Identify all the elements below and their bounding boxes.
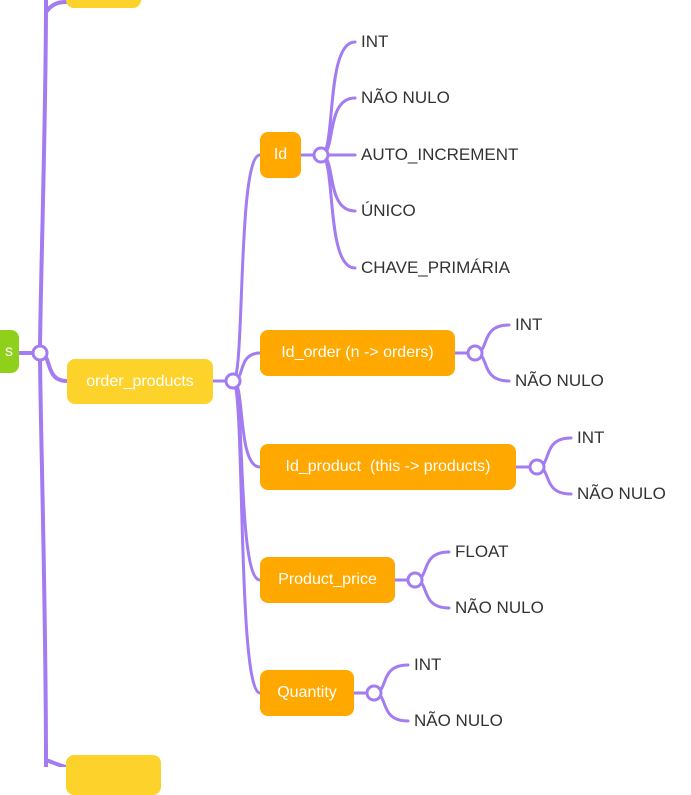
property-leaf[interactable]: AUTO_INCREMENT [361,145,519,164]
field-node-label: Id_product (this -> products) [285,458,491,475]
property-leaf[interactable]: INT [515,315,543,334]
property-leaf[interactable]: FLOAT [455,542,509,561]
property-leaf[interactable]: INT [414,655,442,674]
root-node-label: s [5,342,13,360]
property-leaf[interactable]: NÃO NULO [455,598,544,617]
collapse-toggle-icon[interactable] [406,571,424,589]
collapse-toggle-icon[interactable] [365,684,383,702]
field-node-label: Product_price [278,571,377,588]
property-leaf[interactable]: NÃO NULO [577,484,666,503]
property-leaf[interactable]: INT [361,32,389,51]
field-node-id-order[interactable]: Id_order (n -> orders) [260,330,455,376]
mindmap-connectors [18,0,573,767]
property-leaf[interactable]: CHAVE_PRIMÁRIA [361,258,510,277]
field-connector [231,379,262,695]
field-connector [231,153,262,383]
field-node-id-product[interactable]: Id_product (this -> products) [260,444,516,490]
trunk-down [38,351,48,767]
table-node-order-products[interactable]: order_products [67,359,213,404]
collapse-toggle-icon[interactable] [312,146,330,164]
sibling-table-node-bottom[interactable] [66,755,161,795]
field-node-label: Quantity [277,684,337,701]
collapse-toggle-icon[interactable] [528,458,546,476]
table-node-label: order_products [86,372,194,390]
field-node-product-price[interactable]: Product_price [260,557,395,603]
property-leaf[interactable]: NÃO NULO [515,371,604,390]
collapse-toggle-icon[interactable] [31,344,49,362]
sibling-connector-bottom [44,758,68,767]
property-leaf[interactable]: ÚNICO [361,201,416,220]
root-node[interactable]: s [0,330,19,373]
field-node-quantity[interactable]: Quantity [260,670,354,716]
collapse-toggle-icon[interactable] [224,372,242,390]
trunk-up [38,0,48,355]
property-leaf[interactable]: NÃO NULO [361,88,450,107]
field-node-label: Id [273,146,288,163]
collapse-toggle-icon[interactable] [466,344,484,362]
field-node-id[interactable]: Id [260,132,301,178]
property-leaf[interactable]: INT [577,428,605,447]
field-node-label: Id_order (n -> orders) [281,344,434,361]
sibling-connector-top [44,0,68,14]
property-leaf[interactable]: NÃO NULO [414,711,503,730]
sibling-table-node-top[interactable] [66,0,141,8]
